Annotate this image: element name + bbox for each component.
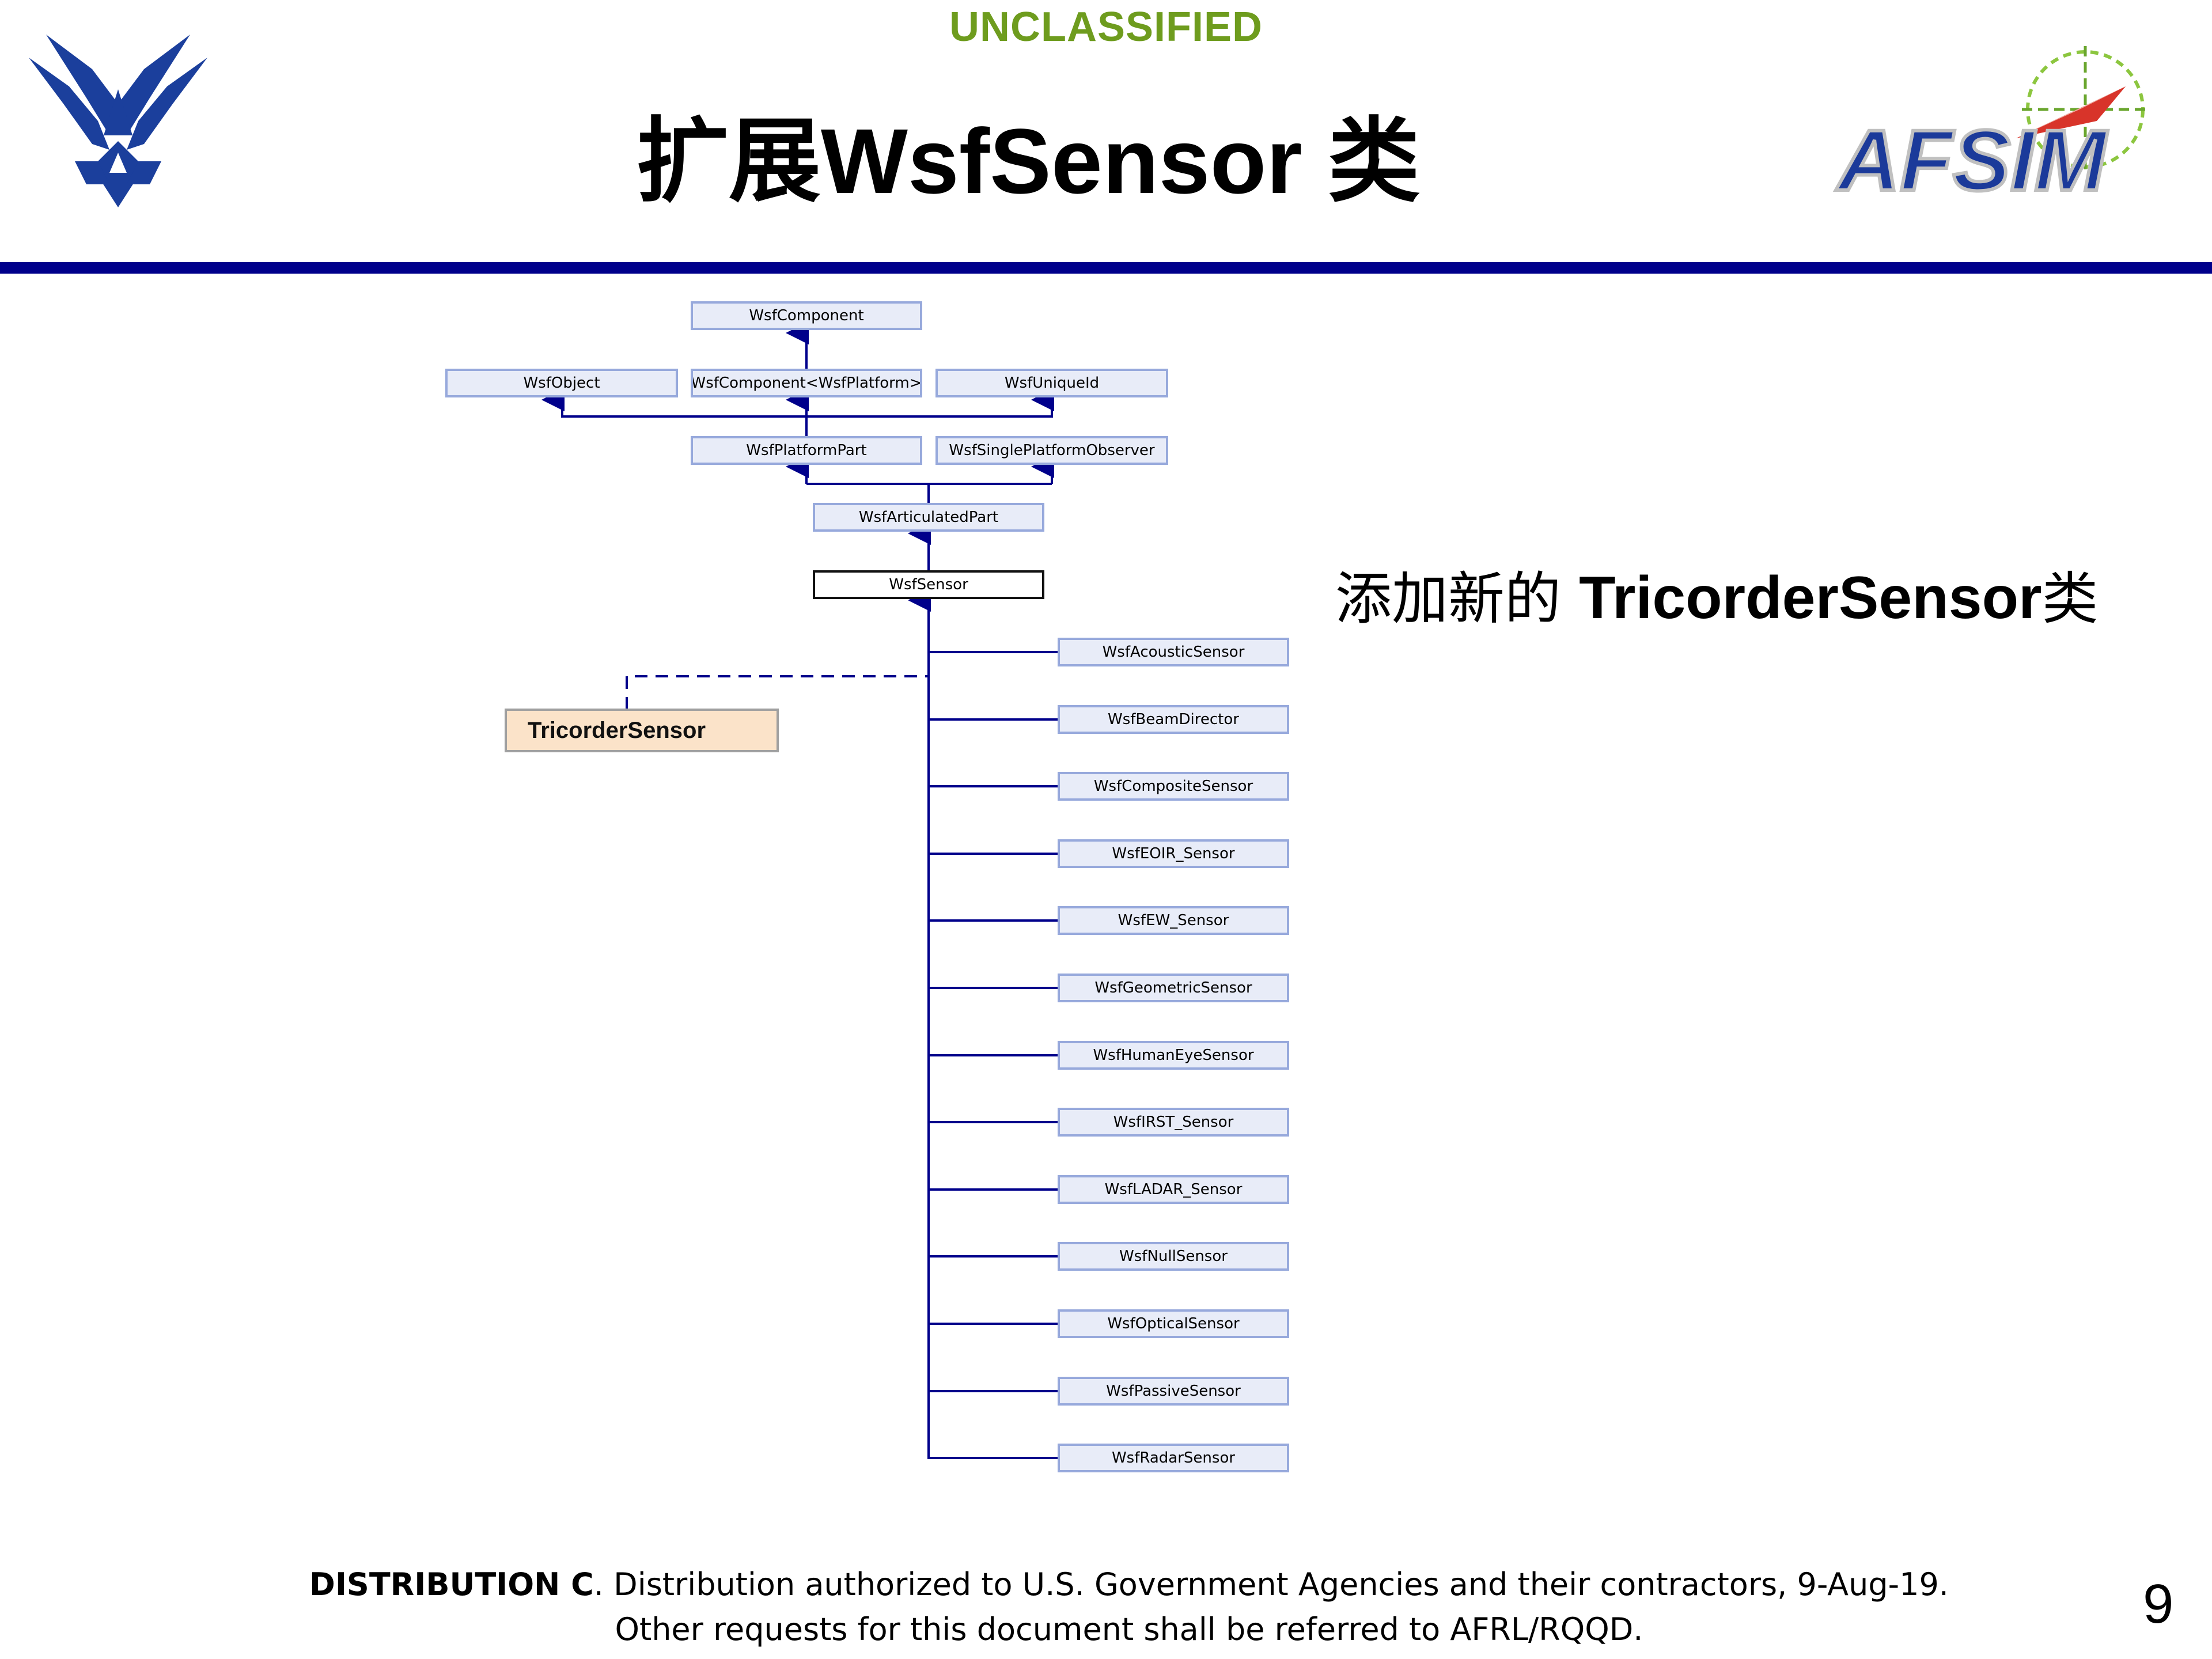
node-derived-sensor: WsfRadarSensor — [1058, 1444, 1289, 1472]
page-title: 扩展WsfSensor 类 — [636, 109, 1421, 213]
edge-platformpart-object — [561, 400, 806, 418]
node-wsf-platform-part: WsfPlatformPart — [691, 436, 922, 465]
us-air-force-wings-icon — [29, 35, 207, 207]
edge-platformpart-uniqueid — [806, 400, 1053, 418]
footer-line-2: Other requests for this document shall b… — [615, 1611, 1643, 1647]
node-wsf-component: WsfComponent — [691, 301, 922, 330]
node-derived-sensor: WsfHumanEyeSensor — [1058, 1041, 1289, 1070]
node-derived-sensor: WsfEW_Sensor — [1058, 906, 1289, 935]
edge-tricorder-dashed — [626, 675, 929, 710]
annotation-prefix: 添加新的 — [1335, 566, 1580, 632]
node-derived-sensor: WsfOpticalSensor — [1058, 1309, 1289, 1338]
node-wsf-articulated-part: WsfArticulatedPart — [813, 503, 1044, 532]
node-wsf-single-platform-observer: WsfSinglePlatformObserver — [935, 436, 1168, 465]
node-derived-sensor: WsfGeometricSensor — [1058, 974, 1289, 1002]
distribution-footer: DISTRIBUTION C. Distribution authorized … — [0, 1562, 2212, 1652]
node-wsf-sensor: WsfSensor — [813, 570, 1044, 599]
afsim-logo-text: AFSIM — [1835, 112, 2108, 207]
node-tricorder-sensor: TricorderSensor — [505, 709, 779, 752]
annotation-class-name: TricorderSensor — [1579, 565, 2042, 631]
node-derived-sensor: WsfCompositeSensor — [1058, 772, 1289, 801]
node-derived-sensor: WsfPassiveSensor — [1058, 1377, 1289, 1406]
node-wsf-unique-id: WsfUniqueId — [935, 369, 1168, 397]
footer-line-1-text: . Distribution authorized to U.S. Govern… — [593, 1566, 1949, 1603]
edge-articulated-platformpart — [806, 483, 930, 505]
node-wsf-object: WsfObject — [445, 369, 678, 397]
page-number: 9 — [2143, 1573, 2174, 1635]
node-derived-sensor: WsfAcousticSensor — [1058, 638, 1289, 666]
classification-banner: UNCLASSIFIED — [949, 4, 1263, 50]
node-derived-sensor: WsfLADAR_Sensor — [1058, 1175, 1289, 1204]
node-derived-sensor: WsfEOIR_Sensor — [1058, 839, 1289, 868]
footer-line-1: DISTRIBUTION C. Distribution authorized … — [0, 1562, 2212, 1607]
title-divider — [0, 262, 2212, 274]
afsim-crosshair-logo: AFSIM — [1834, 46, 2149, 207]
footer-distribution-label: DISTRIBUTION C — [309, 1566, 594, 1603]
node-derived-sensor: WsfNullSensor — [1058, 1242, 1289, 1271]
node-derived-sensor: WsfBeamDirector — [1058, 705, 1289, 734]
annotation-suffix: 类 — [2041, 566, 2099, 632]
annotation-text: 添加新的 TricorderSensor类 — [1335, 553, 2099, 635]
node-wsf-component-platform: WsfComponent<WsfPlatform> — [691, 369, 922, 397]
node-derived-sensor: WsfIRST_Sensor — [1058, 1108, 1289, 1137]
